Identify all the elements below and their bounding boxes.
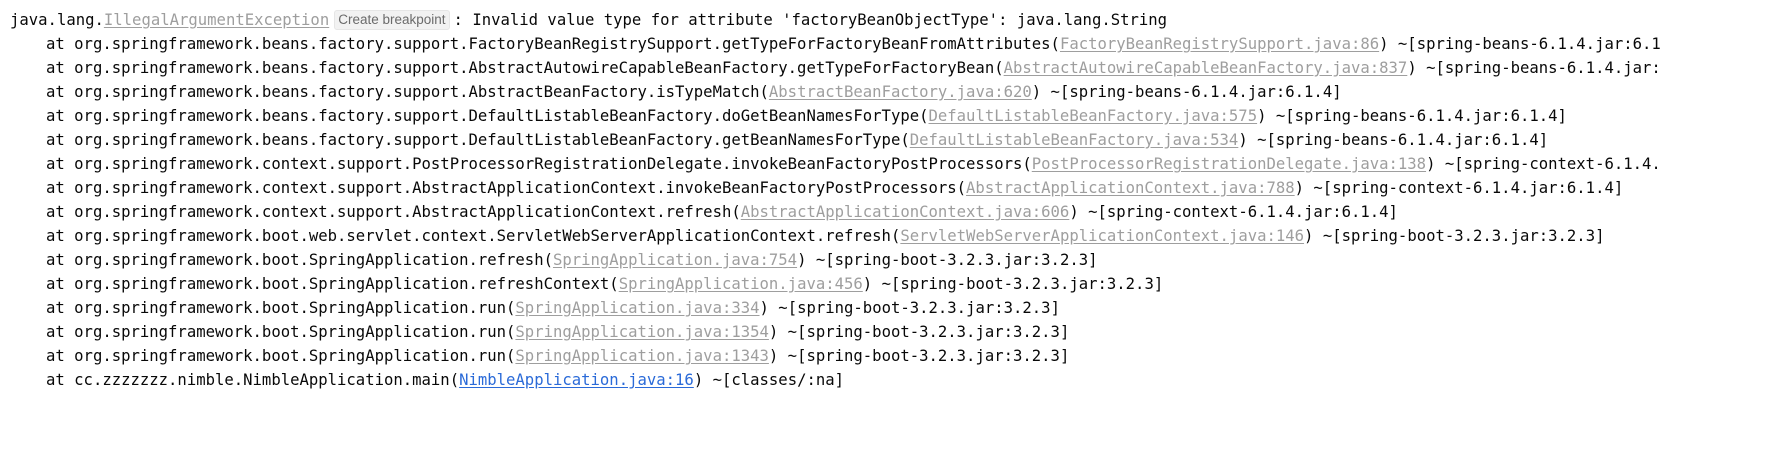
frame-source-link-project[interactable]: NimbleApplication.java:16 [459,371,694,389]
stack-frame: at org.springframework.boot.SpringApplic… [10,248,1768,272]
frame-source-link[interactable]: SpringApplication.java:1354 [515,323,768,341]
frame-method: at org.springframework.boot.SpringApplic… [46,347,515,365]
frame-method: at org.springframework.boot.SpringApplic… [46,251,553,269]
frame-jar: ) ~[spring-beans-6.1.4.jar:6.1.4] [1032,83,1342,101]
frame-method: at org.springframework.beans.factory.sup… [46,131,910,149]
stack-frame-project: at cc.zzzzzzz.nimble.NimbleApplication.m… [10,368,1768,392]
stack-frame: at org.springframework.beans.factory.sup… [10,32,1768,56]
frame-jar: ) ~[spring-boot-3.2.3.jar:3.2.3] [797,251,1097,269]
frame-method: at org.springframework.boot.SpringApplic… [46,275,619,293]
stack-frame: at org.springframework.beans.factory.sup… [10,80,1768,104]
stack-frame: at org.springframework.context.support.A… [10,176,1768,200]
frame-source-link[interactable]: SpringApplication.java:456 [619,275,863,293]
frame-jar: ) ~[spring-boot-3.2.3.jar:3.2.3] [760,299,1060,317]
frame-jar: ) ~[spring-context-6.1.4.jar:6.1.4] [1295,179,1624,197]
frame-method: at org.springframework.beans.factory.sup… [46,35,1060,53]
exception-package: java.lang. [10,11,104,29]
frame-source-link[interactable]: DefaultListableBeanFactory.java:575 [929,107,1258,125]
frame-method: at org.springframework.context.support.A… [46,179,966,197]
frame-source-link[interactable]: AbstractBeanFactory.java:620 [769,83,1032,101]
frame-jar: ) ~[spring-boot-3.2.3.jar:3.2.3] [769,347,1069,365]
frame-jar: ) ~[spring-beans-6.1.4.jar:6.1.4] [1257,107,1567,125]
stack-frame: at org.springframework.boot.web.servlet.… [10,224,1768,248]
frame-source-link[interactable]: SpringApplication.java:334 [515,299,759,317]
console-output: java.lang.IllegalArgumentException Create… [10,8,1768,392]
frame-jar: ) ~[spring-beans-6.1.4.jar:6.1.4] [1238,131,1548,149]
frame-jar: ) ~[spring-context-6.1.4.jar:6.1.4] [1069,203,1398,221]
stack-frame: at org.springframework.boot.SpringApplic… [10,296,1768,320]
stack-frame: at org.springframework.beans.factory.sup… [10,104,1768,128]
frame-method: at org.springframework.beans.factory.sup… [46,107,929,125]
frame-jar: ) ~[spring-boot-3.2.3.jar:3.2.3] [769,323,1069,341]
frame-method: at org.springframework.beans.factory.sup… [46,83,769,101]
frame-source-link[interactable]: FactoryBeanRegistrySupport.java:86 [1060,35,1379,53]
exception-class-link[interactable]: IllegalArgumentException [104,11,329,29]
frame-jar: ) ~[classes/:na] [694,371,844,389]
frame-method: at org.springframework.boot.web.servlet.… [46,227,900,245]
stack-frame: at org.springframework.boot.SpringApplic… [10,272,1768,296]
stack-frame: at org.springframework.context.support.A… [10,200,1768,224]
exception-message: : Invalid value type for attribute 'fact… [454,11,1168,29]
frame-jar: ) ~[spring-beans-6.1.4.jar:6.1 [1379,35,1661,53]
frame-source-link[interactable]: AbstractApplicationContext.java:606 [741,203,1070,221]
stack-frame: at org.springframework.boot.SpringApplic… [10,320,1768,344]
frame-method: at cc.zzzzzzz.nimble.NimbleApplication.m… [46,371,459,389]
frame-jar: ) ~[spring-boot-3.2.3.jar:3.2.3] [1304,227,1604,245]
frame-method: at org.springframework.context.support.A… [46,203,741,221]
create-breakpoint-button[interactable]: Create breakpoint [334,10,449,30]
frame-method: at org.springframework.boot.SpringApplic… [46,323,515,341]
stack-frame: at org.springframework.beans.factory.sup… [10,128,1768,152]
stack-frame: at org.springframework.boot.SpringApplic… [10,344,1768,368]
frame-source-link[interactable]: DefaultListableBeanFactory.java:534 [910,131,1239,149]
exception-line: java.lang.IllegalArgumentException Create… [10,8,1768,32]
frame-source-link[interactable]: AbstractApplicationContext.java:788 [966,179,1295,197]
frame-jar: ) ~[spring-boot-3.2.3.jar:3.2.3] [863,275,1163,293]
frame-source-link[interactable]: AbstractAutowireCapableBeanFactory.java:… [1004,59,1408,77]
frame-jar: ) ~[spring-context-6.1.4. [1426,155,1661,173]
frame-method: at org.springframework.beans.factory.sup… [46,59,1004,77]
stack-frame: at org.springframework.context.support.P… [10,152,1768,176]
frame-method: at org.springframework.context.support.P… [46,155,1032,173]
frame-source-link[interactable]: SpringApplication.java:754 [553,251,797,269]
frame-jar: ) ~[spring-beans-6.1.4.jar: [1407,59,1660,77]
stack-frame: at org.springframework.beans.factory.sup… [10,56,1768,80]
frame-source-link[interactable]: PostProcessorRegistrationDelegate.java:1… [1032,155,1426,173]
frame-source-link[interactable]: ServletWebServerApplicationContext.java:… [900,227,1304,245]
frame-source-link[interactable]: SpringApplication.java:1343 [515,347,768,365]
frame-method: at org.springframework.boot.SpringApplic… [46,299,515,317]
